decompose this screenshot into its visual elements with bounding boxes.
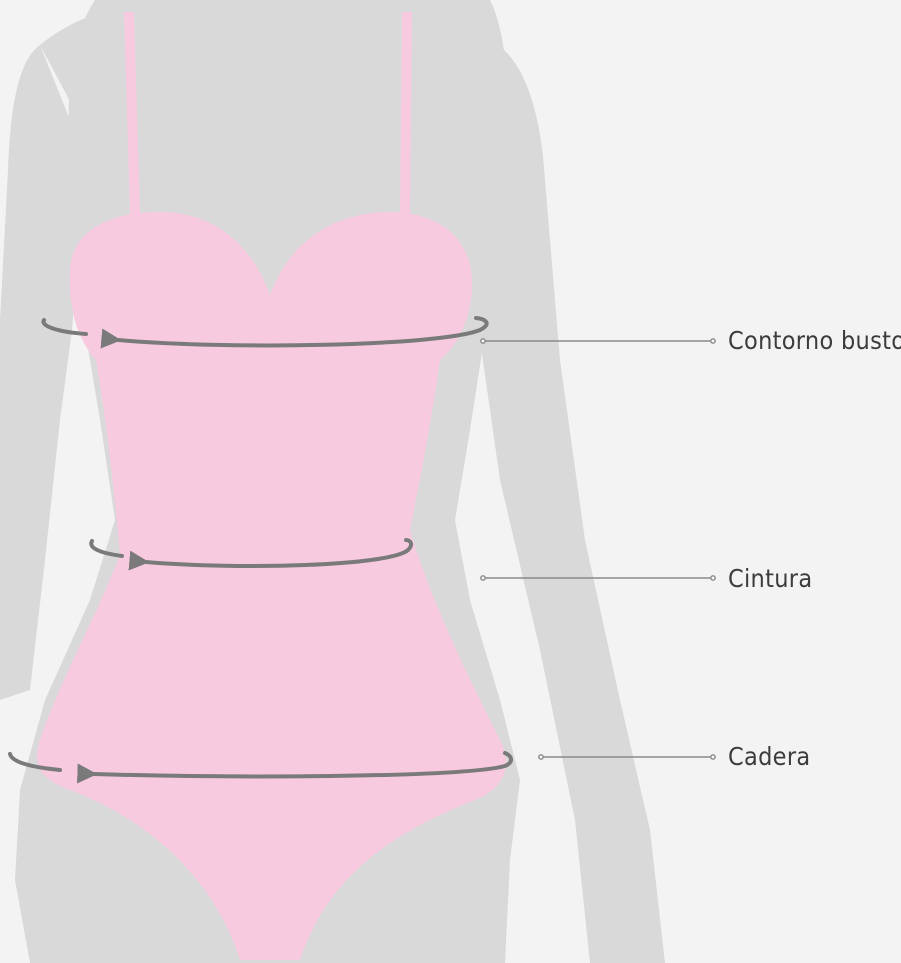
waist-leader-dot-end xyxy=(711,576,715,580)
waist-leader-dot-start xyxy=(481,576,485,580)
hip-leader-dot-start xyxy=(539,755,543,759)
bust-label: Contorno busto xyxy=(728,326,901,355)
right-strap xyxy=(400,12,412,215)
hip-label: Cadera xyxy=(728,742,810,771)
shoulders xyxy=(40,0,490,120)
bust-leader-dot-start xyxy=(481,339,485,343)
waist-label: Cintura xyxy=(728,564,812,593)
hip-leader-dot-end xyxy=(711,755,715,759)
bust-leader-dot-end xyxy=(711,339,715,343)
